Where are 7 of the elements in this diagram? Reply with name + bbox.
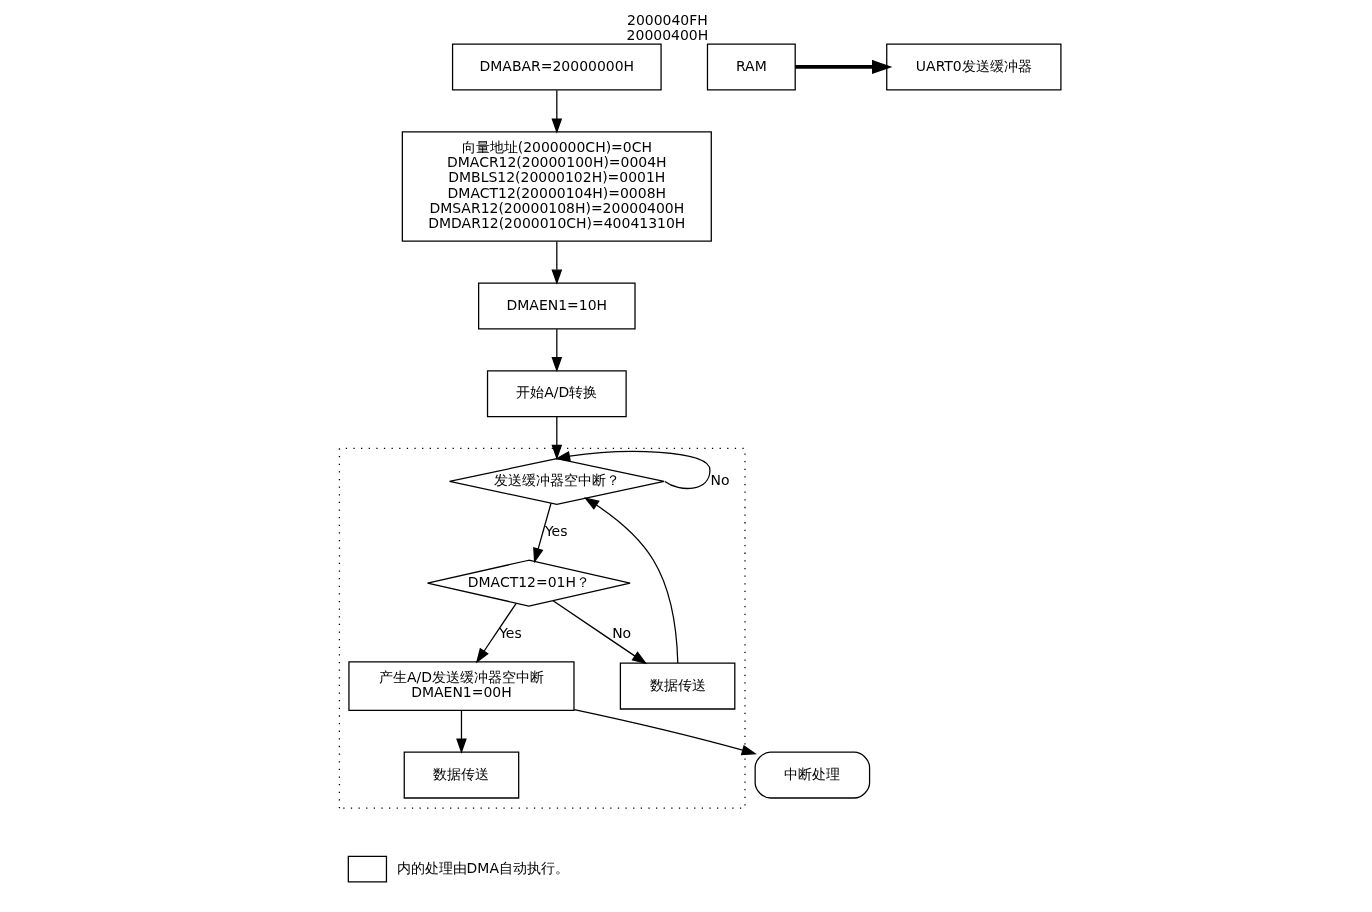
edge-label: Yes [544,522,567,539]
edge-label: No [710,471,730,488]
edge-label: Yes [498,624,522,641]
edge-label: No [611,624,631,641]
node-label: 2000040FH [626,11,708,28]
node-label: 20000400H [626,27,708,44]
legend-label: 内的处理由DMA自动执行。 [396,859,569,876]
